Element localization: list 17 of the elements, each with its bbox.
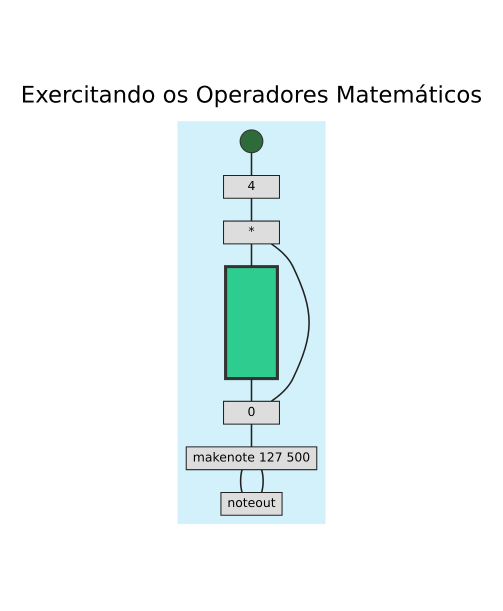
node-box: 0	[223, 400, 280, 424]
node-box: 4	[223, 174, 280, 198]
connector	[250, 152, 252, 175]
connector	[260, 469, 264, 492]
diagram-title: Exercitando os Operadores Matemáticos	[20, 82, 482, 108]
connector	[250, 198, 252, 220]
connector	[250, 243, 252, 266]
node-box: noteout	[220, 491, 283, 516]
node-bar	[224, 264, 279, 380]
connector	[250, 424, 252, 446]
connector	[250, 378, 252, 401]
node-circle	[240, 128, 264, 153]
connector	[270, 242, 310, 402]
cluster	[177, 120, 326, 524]
node-box: *	[223, 220, 280, 244]
connector	[240, 469, 243, 492]
node-box: makenote 127 500	[186, 446, 318, 470]
